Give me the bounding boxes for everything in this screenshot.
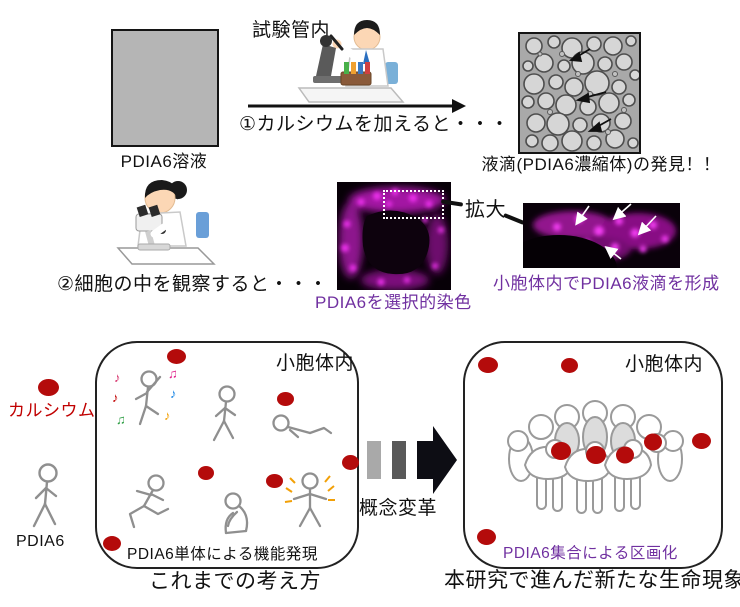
- pdia6-label: PDIA6: [16, 533, 65, 550]
- step1-arrow: [248, 99, 466, 113]
- right-box-label: 本研究で進んだ新たな生命現象: [444, 569, 740, 592]
- roi-dotted-rect: [383, 190, 444, 219]
- svg-text:♪: ♪: [170, 386, 177, 401]
- calcium-dot: [478, 357, 498, 373]
- droplet-micrograph: [518, 32, 641, 154]
- step1-label: ①カルシウムを加えると・・・: [239, 114, 510, 135]
- pipette: [329, 34, 344, 51]
- stain-caption: PDIA6を選択的染色: [315, 293, 472, 312]
- left-box-caption: PDIA6単体による機能発現: [127, 546, 318, 563]
- calcium-dot: [38, 379, 59, 396]
- lying-figure: [272, 414, 333, 439]
- calcium-dot: [277, 392, 294, 406]
- calcium-dot: [477, 529, 496, 545]
- calcium-label: カルシウム: [8, 401, 96, 420]
- calcium-dot: [266, 474, 283, 488]
- sitting-figure: [224, 492, 249, 535]
- left-box-title: 小胞体内: [276, 353, 355, 374]
- pdia6-walker-figure: [32, 463, 58, 528]
- nucleus-edge: [523, 235, 617, 268]
- calcium-dot: [103, 536, 121, 551]
- crowd-huddle-illustration: [507, 400, 684, 514]
- calcium-dot: [167, 349, 186, 364]
- tie: [363, 50, 370, 64]
- chair: [196, 212, 209, 238]
- calcium-dot: [198, 466, 214, 480]
- calcium-dot: [561, 358, 578, 373]
- scientist-bench-illustration: [297, 20, 405, 103]
- hair: [144, 180, 179, 200]
- er-caption: 小胞体内でPDIA6液滴を形成: [493, 274, 720, 293]
- scientist-microscope-illustration: [116, 180, 216, 265]
- dancing-figure: ♪ ♫ ♪ ♪ ♫ ♪: [112, 366, 178, 427]
- pdia6-solution-micrograph: [111, 29, 219, 147]
- chair: [385, 62, 398, 84]
- svg-text:♫: ♫: [116, 412, 126, 427]
- concept-change-label: 概念変革: [359, 498, 438, 519]
- droplet-caption: 液滴(PDIA6濃縮体)の発見！！: [481, 155, 721, 174]
- in-vitro-label: 試験管内: [252, 20, 331, 41]
- solution-label: PDIA6溶液: [120, 152, 208, 171]
- svg-text:♪: ♪: [114, 370, 121, 385]
- old-concept-box: [95, 341, 359, 569]
- left-box-label: これまでの考え方: [149, 570, 321, 593]
- step2-label: ②細胞の中を観察すると・・・: [57, 274, 329, 295]
- svg-text:♪: ♪: [164, 408, 171, 423]
- running-figure: [128, 474, 170, 529]
- microscope-body: [316, 44, 336, 76]
- nucleus: [362, 210, 430, 275]
- concept-change-arrow: [367, 426, 457, 494]
- right-box-caption: PDIA6集合による区画化: [503, 545, 678, 562]
- calcium-dot: [692, 433, 711, 449]
- svg-text:♫: ♫: [168, 366, 178, 381]
- walking-figure: [212, 385, 237, 442]
- cell-fluorescence-image: [337, 182, 451, 290]
- zoom-label: 拡大: [465, 199, 506, 221]
- svg-text:♪: ♪: [112, 390, 119, 405]
- right-box-title: 小胞体内: [625, 354, 704, 375]
- er-enlarged-image: [523, 203, 680, 268]
- stretching-figure: [284, 472, 335, 528]
- zoom-connector-line: [503, 213, 525, 225]
- calcium-dot: [342, 455, 359, 470]
- hair: [354, 20, 380, 35]
